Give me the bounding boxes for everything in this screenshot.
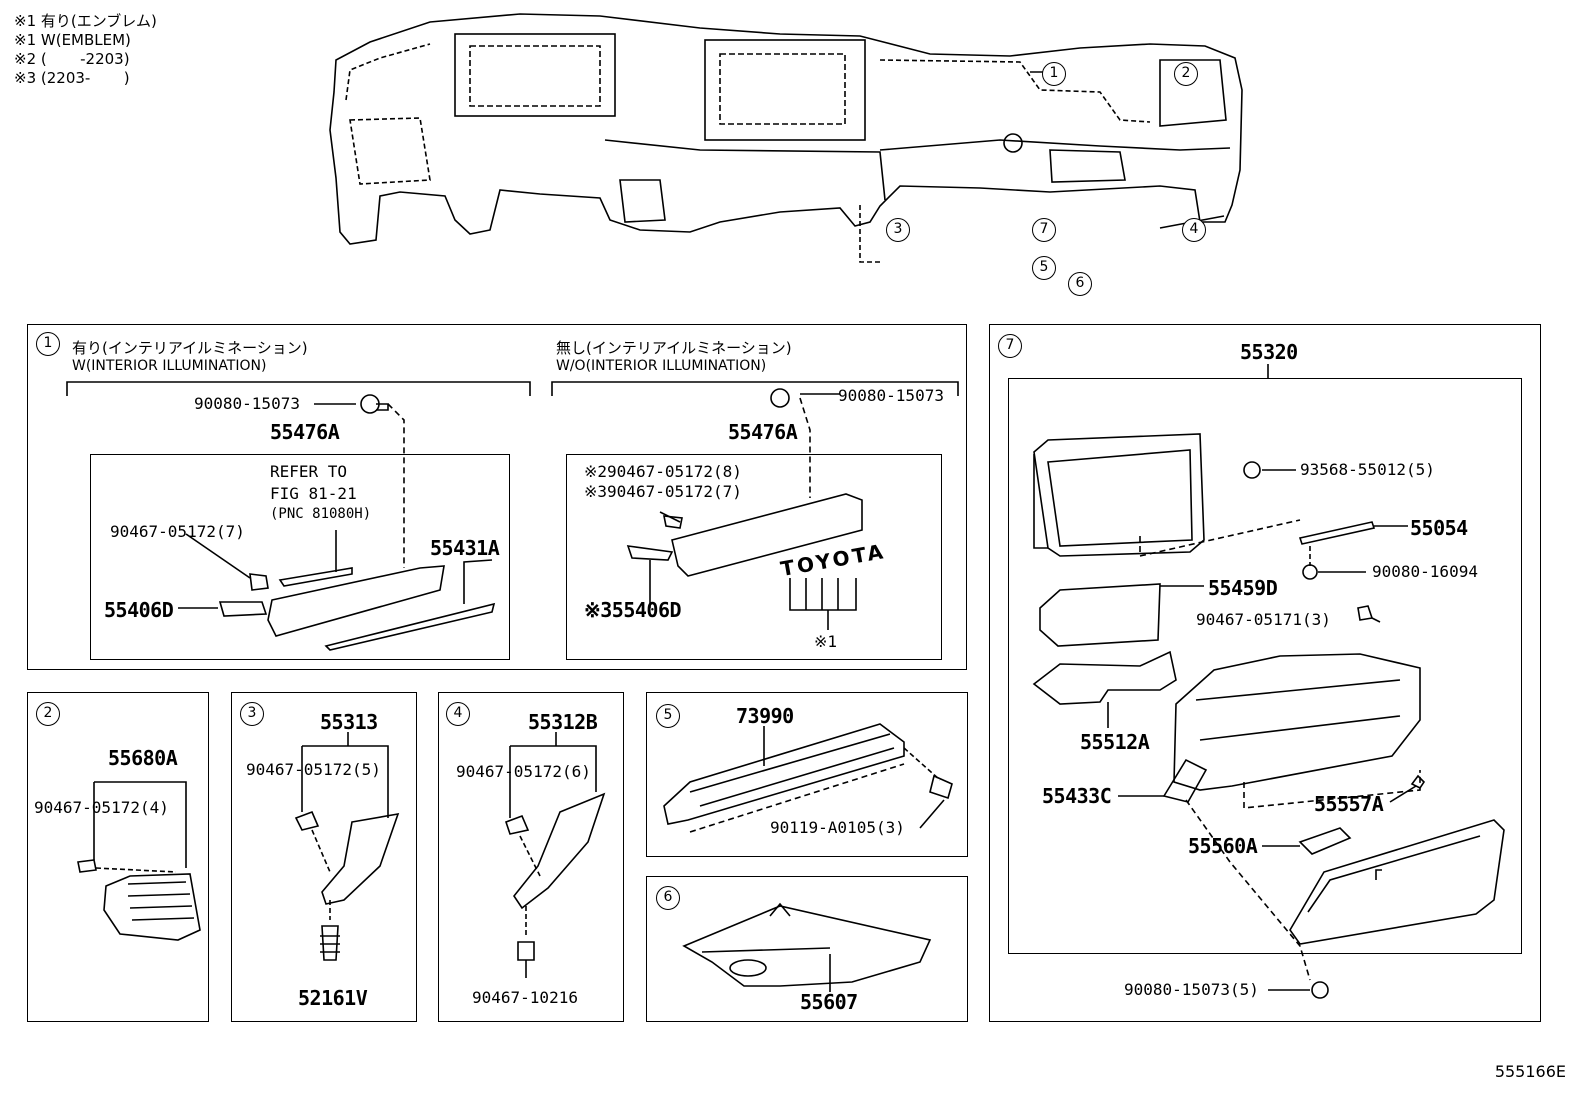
- part-number: 55431A: [430, 536, 500, 560]
- part-number: 73990: [736, 704, 794, 728]
- part-number: 55312B: [528, 710, 598, 734]
- panel-1-left-title-jp: 有り(インテリアイルミネーション): [72, 339, 308, 357]
- panel7-linework: [1032, 364, 1505, 999]
- part-number: 55680A: [108, 746, 178, 770]
- panel1-linework: [66, 381, 959, 651]
- panel-2: [27, 692, 209, 1022]
- part-number: 55054: [1410, 516, 1468, 540]
- reference-note: (PNC 81080H): [270, 506, 372, 522]
- part-number: 55560A: [1188, 834, 1258, 858]
- overview-ref-1: 1: [1042, 62, 1066, 86]
- header-notes: ※1 有り(エンブレム) ※1 W(EMBLEM) ※2 ( -2203) ※3…: [14, 12, 157, 88]
- part-number: 55607: [800, 990, 858, 1014]
- panel-5: [646, 692, 968, 857]
- part-number: 90467-05172(5): [246, 760, 381, 779]
- overview-ref-2: 2: [1174, 62, 1198, 86]
- part-number: 52161V: [298, 986, 368, 1010]
- part-number: 90080-15073(5): [1124, 980, 1259, 999]
- note-line: ※3 (2203- ): [14, 69, 130, 87]
- part-number: ※290467-05172(8): [584, 462, 742, 481]
- part-number: 90467-05171(3): [1196, 610, 1331, 629]
- part-number: 90119-A0105(3): [770, 818, 905, 837]
- part-number: 90467-05172(4): [34, 798, 169, 817]
- part-number: 55433C: [1042, 784, 1112, 808]
- panel-1-left-subassembly-box: [90, 454, 510, 660]
- panel4-linework: [504, 732, 606, 978]
- panel-1: [27, 324, 967, 670]
- part-number: 55557A: [1314, 792, 1384, 816]
- panel-1-ref: 1: [36, 332, 60, 356]
- note-line: ※1 W(EMBLEM): [14, 31, 131, 49]
- part-number: 90080-16094: [1372, 562, 1478, 581]
- part-number: 55313: [320, 710, 378, 734]
- part-number: 90080-15073: [194, 394, 300, 413]
- panel-7-ref: 7: [998, 334, 1022, 358]
- part-number: 90080-15073: [838, 386, 944, 405]
- emblem-note: ※1: [814, 632, 838, 651]
- part-number: 90467-05172(7): [110, 522, 245, 541]
- reference-note: FIG 81-21: [270, 484, 357, 503]
- part-number: 93568-55012(5): [1300, 460, 1435, 479]
- panel-5-ref: 5: [656, 704, 680, 728]
- part-number: 55476A: [728, 420, 798, 444]
- overview-ref-3: 3: [886, 218, 910, 242]
- part-number: 55476A: [270, 420, 340, 444]
- panel-1-right-title-jp: 無し(インテリアイルミネーション): [556, 339, 792, 357]
- instrument-panel-overview: [329, 13, 1243, 263]
- part-number: ※390467-05172(7): [584, 482, 742, 501]
- part-number: 55459D: [1208, 576, 1278, 600]
- part-number: 90467-10216: [472, 988, 578, 1007]
- panel5-linework: [663, 723, 953, 833]
- panel6-linework: [682, 902, 932, 992]
- panel-2-ref: 2: [36, 702, 60, 726]
- overview-ref-6: 6: [1068, 272, 1092, 296]
- overview-ref-7: 7: [1032, 218, 1056, 242]
- panel-1-left-title-en: W(INTERIOR ILLUMINATION): [72, 358, 267, 374]
- panel3-linework: [294, 732, 400, 961]
- part-number: 55406D: [104, 598, 174, 622]
- panel-4: [438, 692, 624, 1022]
- panel-4-ref: 4: [446, 702, 470, 726]
- figure-id: 555166E: [1494, 1062, 1566, 1081]
- panel-7-assembly-box: [1008, 378, 1522, 954]
- panel-3-ref: 3: [240, 702, 264, 726]
- part-number: ※355406D: [584, 598, 682, 622]
- panel-1-right-title-en: W/O(INTERIOR ILLUMINATION): [556, 358, 767, 374]
- part-number: 55512A: [1080, 730, 1150, 754]
- panel-6: [646, 876, 968, 1022]
- panel-3: [231, 692, 417, 1022]
- panel-1-right-subassembly-box: [566, 454, 942, 660]
- note-line: ※1 有り(エンブレム): [14, 12, 157, 30]
- overview-ref-4: 4: [1182, 218, 1206, 242]
- panel-7: [989, 324, 1541, 1022]
- part-number: 55320: [1240, 340, 1298, 364]
- reference-note: REFER TO: [270, 462, 348, 481]
- overview-ref-5: 5: [1032, 256, 1056, 280]
- note-line: ※2 ( -2203): [14, 50, 130, 68]
- panel2-linework: [77, 781, 201, 941]
- panel-6-ref: 6: [656, 886, 680, 910]
- part-number: 90467-05172(6): [456, 762, 591, 781]
